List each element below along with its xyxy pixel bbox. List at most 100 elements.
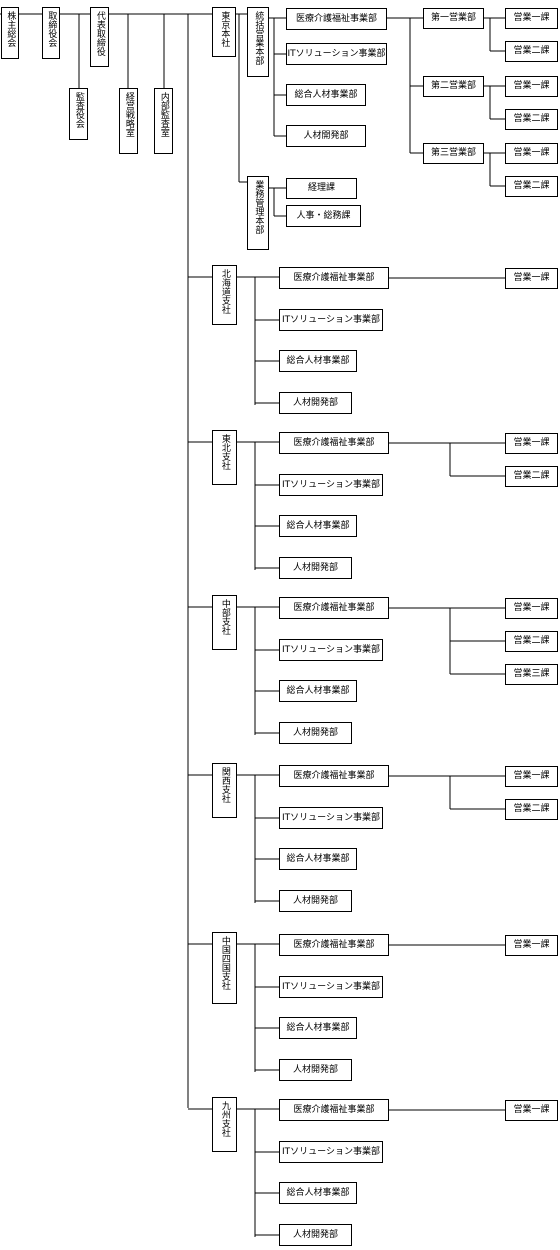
section-box-label: 営業二課 (513, 114, 550, 125)
sales-dept-box-label: 第三営業部 (430, 148, 476, 159)
branch-office-box-label: 関西支社 (219, 767, 230, 803)
branch-division-box-label: ITソリューション事業部 (282, 479, 380, 490)
branch-office-box: 中部支社 (212, 595, 237, 650)
branch-division-box: 医療介護福祉事業部 (279, 597, 389, 619)
branch-division-box: 人材開発部 (279, 722, 352, 744)
section-box-label: 営業二課 (513, 804, 550, 815)
section-box-label: 営業一課 (513, 771, 550, 782)
section-box-label: 営業一課 (513, 940, 550, 951)
branch-division-box-label: 人材開発部 (292, 727, 338, 738)
branch-division-box: 総合人材事業部 (279, 515, 357, 537)
branch-division-box: 人材開発部 (279, 890, 352, 912)
branch-division-box: 医療介護福祉事業部 (279, 765, 389, 787)
branch-division-box: 総合人材事業部 (279, 680, 357, 702)
branch-division-box-label: 総合人材事業部 (286, 520, 350, 531)
admin-section-box-label: 人事・総務課 (296, 210, 351, 221)
board-box: 取締役会 (42, 7, 60, 59)
section-box-label: 営業一課 (513, 148, 550, 159)
branch-division-box-label: 人材開発部 (292, 1064, 338, 1075)
branch-division-box: 総合人材事業部 (279, 350, 357, 372)
section-box: 営業二課 (505, 176, 558, 197)
section-box: 営業一課 (505, 433, 558, 454)
branch-division-box-label: 医療介護福祉事業部 (293, 770, 375, 781)
branch-division-box-label: ITソリューション事業部 (282, 1146, 380, 1157)
branch-division-box: 医療介護福祉事業部 (279, 267, 389, 289)
admin-section-box: 経理課 (286, 178, 357, 199)
section-box: 営業三課 (505, 664, 558, 685)
sales-dept-box: 第一営業部 (423, 8, 484, 29)
branch-office-box: 北海道支社 (212, 265, 237, 325)
branch-division-box: 総合人材事業部 (279, 848, 357, 870)
branch-division-box: ITソリューション事業部 (279, 976, 383, 998)
internal-audit-box-label: 内部監査室 (158, 92, 169, 137)
section-box-label: 営業一課 (513, 603, 550, 614)
branch-office-box-label: 北海道支社 (219, 269, 230, 314)
board-box-label: 取締役会 (46, 11, 57, 47)
branch-division-box-label: 医療介護福祉事業部 (293, 1104, 375, 1115)
branch-division-box-label: ITソリューション事業部 (282, 812, 380, 823)
auditor-box-label: 監査役会 (73, 92, 84, 128)
section-box: 営業二課 (505, 466, 558, 487)
head-office-division-box: ITソリューション事業部 (286, 43, 387, 65)
branch-division-box-label: 人材開発部 (292, 895, 338, 906)
branch-division-box: ITソリューション事業部 (279, 474, 383, 496)
section-box: 営業一課 (505, 598, 558, 619)
branch-division-box: 人材開発部 (279, 1224, 352, 1246)
section-box-label: 営業三課 (513, 669, 550, 680)
section-box-label: 営業二課 (513, 471, 550, 482)
branch-division-box-label: 総合人材事業部 (286, 685, 350, 696)
section-box-label: 営業二課 (513, 46, 550, 57)
branch-division-box: 医療介護福祉事業部 (279, 1099, 389, 1121)
section-box-label: 営業一課 (513, 13, 550, 24)
admin-hq-box-label: 業務管理本部 (253, 180, 264, 234)
head-office-box: 東京本社 (212, 7, 236, 57)
head-office-division-box-label: 医療介護福祉事業部 (295, 13, 377, 24)
branch-division-box: 医療介護福祉事業部 (279, 432, 389, 454)
head-office-box-label: 東京本社 (219, 11, 230, 47)
branch-office-box: 九州支社 (212, 1097, 237, 1152)
section-box: 営業二課 (505, 799, 558, 820)
branch-office-box: 東北支社 (212, 430, 237, 485)
branch-division-box-label: 総合人材事業部 (286, 355, 350, 366)
branch-division-box: 総合人材事業部 (279, 1182, 357, 1204)
ceo-box-label: 代表取締役 (94, 11, 105, 56)
branch-division-box-label: 医療介護福祉事業部 (293, 602, 375, 613)
section-box: 営業二課 (505, 41, 558, 62)
head-office-division-box-label: 人材開発部 (303, 130, 349, 141)
branch-division-box-label: 医療介護福祉事業部 (293, 272, 375, 283)
branch-division-box-label: 人材開発部 (292, 1229, 338, 1240)
section-box-label: 営業一課 (513, 1105, 550, 1116)
branch-office-box-label: 中部支社 (219, 599, 230, 635)
admin-section-box: 人事・総務課 (286, 205, 361, 227)
admin-section-box-label: 経理課 (307, 183, 335, 194)
branch-office-box-label: 東北支社 (219, 434, 230, 470)
section-box-label: 営業二課 (513, 181, 550, 192)
shareholders-box: 株主総会 (1, 7, 19, 59)
branch-division-box-label: 総合人材事業部 (286, 853, 350, 864)
branch-division-box: 医療介護福祉事業部 (279, 934, 389, 956)
branch-office-box: 関西支社 (212, 763, 237, 818)
branch-division-box-label: 医療介護福祉事業部 (293, 939, 375, 950)
section-box: 営業二課 (505, 631, 558, 652)
section-box: 営業一課 (505, 766, 558, 787)
branch-office-box-label: 中国四国支社 (219, 936, 230, 990)
branch-division-box-label: ITソリューション事業部 (282, 314, 380, 325)
branch-division-box-label: 総合人材事業部 (286, 1187, 350, 1198)
branch-division-box: 人材開発部 (279, 392, 352, 414)
branch-division-box: ITソリューション事業部 (279, 309, 383, 331)
branch-division-box: ITソリューション事業部 (279, 807, 383, 829)
section-box: 営業一課 (505, 8, 558, 29)
sales-dept-box: 第三営業部 (423, 143, 484, 164)
branch-division-box-label: 人材開発部 (292, 397, 338, 408)
section-box: 営業一課 (505, 143, 558, 164)
branch-division-box-label: ITソリューション事業部 (282, 981, 380, 992)
branch-division-box: ITソリューション事業部 (279, 639, 383, 661)
admin-hq-box: 業務管理本部 (247, 176, 269, 250)
branch-division-box-label: 人材開発部 (292, 562, 338, 573)
branch-division-box: 人材開発部 (279, 557, 352, 579)
section-box: 営業一課 (505, 935, 558, 956)
strategy-box-label: 経営戦略室 (123, 92, 134, 137)
branch-division-box: 総合人材事業部 (279, 1017, 357, 1039)
section-box-label: 営業二課 (513, 636, 550, 647)
